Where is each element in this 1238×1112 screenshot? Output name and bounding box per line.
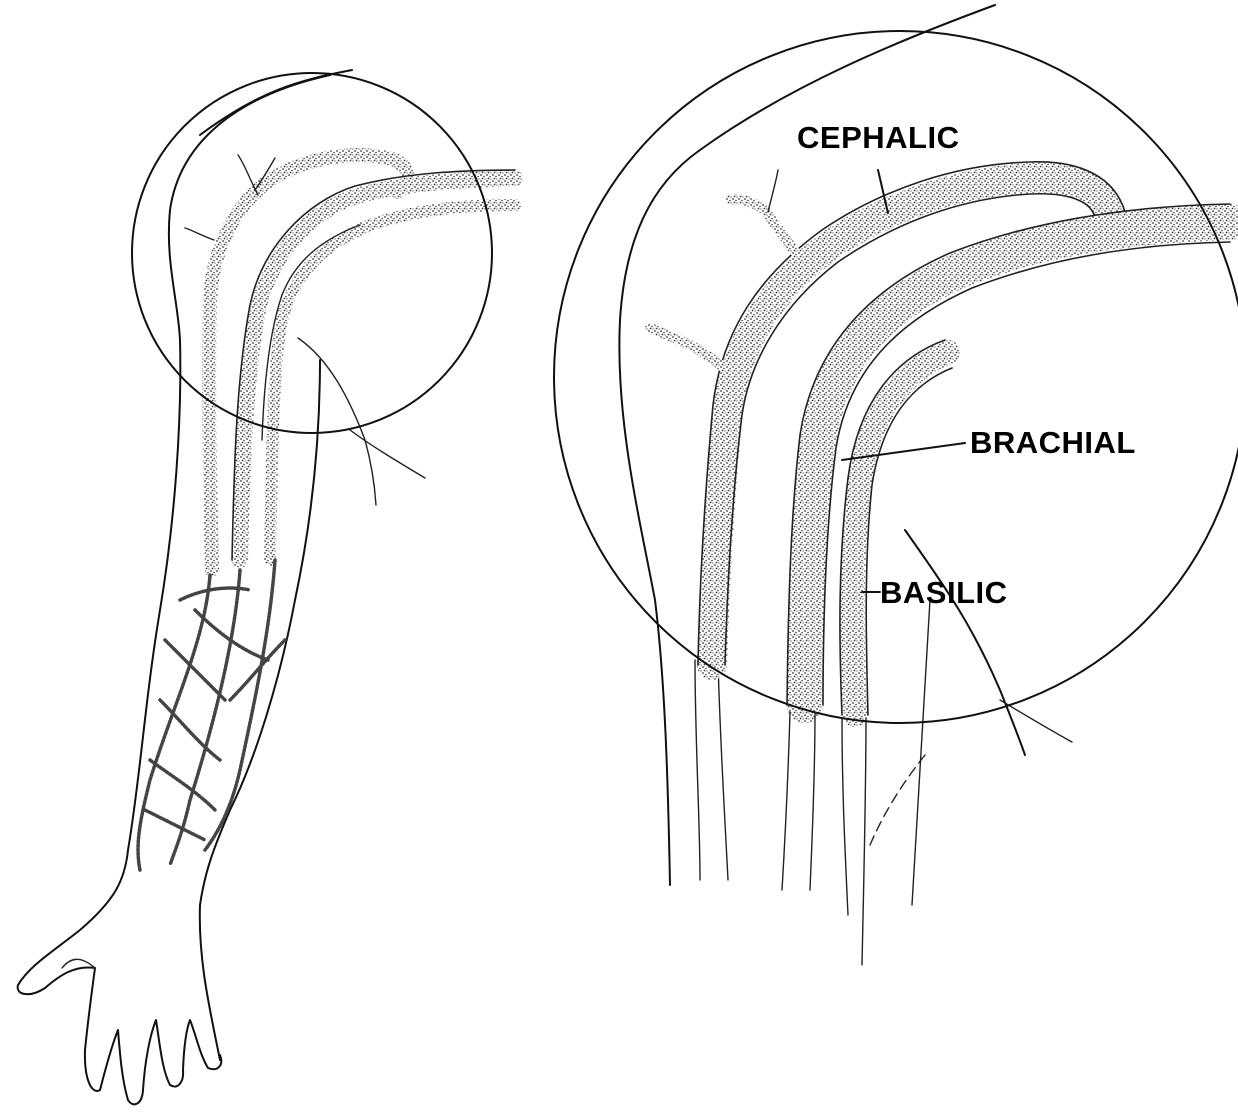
left-basilic-vein-fill [270, 205, 515, 560]
brachial-label: BRACHIAL [970, 425, 1136, 460]
axilla-line-2 [350, 430, 425, 478]
arm-outline-right [200, 360, 320, 1060]
magnified-axilla-line-2 [912, 600, 930, 905]
lower-vessel-line-1 [782, 712, 790, 890]
magnified-view: CEPHALIC BRACHIAL BASILIC [554, 5, 1238, 965]
magnified-skin-line-1 [695, 660, 700, 880]
axilla-line [298, 338, 376, 505]
full-arm-figure [18, 70, 515, 1104]
magnified-skin-line-2 [718, 660, 728, 880]
basilic-label: BASILIC [880, 575, 1008, 610]
lower-vessel-line-3 [842, 718, 848, 915]
cephalic-upper-branch [730, 199, 805, 265]
lower-vessel-line-4 [862, 718, 866, 965]
cephalic-lower-branch [650, 328, 733, 375]
hand-outline [18, 967, 222, 1104]
left-cephalic-branch-2 [185, 228, 214, 240]
cephalic-upper-branch-twig [768, 170, 778, 212]
cephalic-label: CEPHALIC [797, 120, 959, 155]
lower-vessel-line-2 [810, 712, 815, 890]
shoulder-line [200, 70, 352, 135]
arm-outline-left [18, 75, 330, 985]
magnified-axilla-line-3 [1000, 700, 1072, 742]
